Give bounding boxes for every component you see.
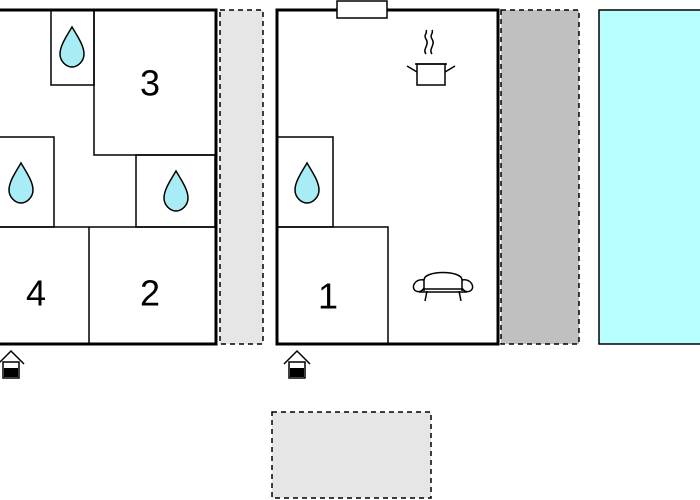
- water-drop-icon: [59, 25, 85, 68]
- window-icon: [336, 0, 388, 19]
- terrace-left: [219, 9, 264, 345]
- water-drop-icon: [163, 169, 189, 212]
- swimming-pool: [598, 9, 700, 345]
- parking-area: [271, 411, 432, 499]
- room-label-2: 2: [140, 273, 160, 314]
- room-label-4: 4: [26, 273, 46, 314]
- entrance-icon: [283, 349, 311, 379]
- terrace-right: [500, 9, 580, 345]
- room-label-1: 1: [318, 276, 338, 317]
- sofa-icon: [412, 271, 474, 302]
- building-left: [0, 8, 218, 346]
- building-left-outline: [0, 8, 218, 346]
- water-drop-icon: [8, 161, 34, 204]
- water-drop-icon: [294, 161, 320, 204]
- room-label-3: 3: [140, 63, 160, 104]
- building-right: [275, 0, 500, 346]
- room-1-walls: [277, 226, 389, 343]
- entrance-icon: [0, 349, 25, 379]
- cooking-pot-icon: [406, 29, 456, 86]
